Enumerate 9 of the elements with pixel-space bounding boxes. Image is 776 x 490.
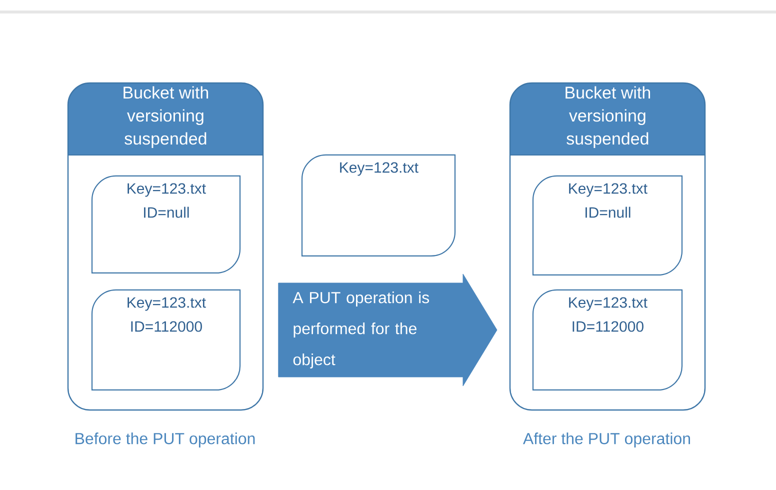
object-box: Key=123.txt ID=null: [91, 175, 241, 274]
block-arrow: [278, 274, 498, 386]
node-label: Before the PUT operation: [76, 432, 255, 448]
node-label: After the PUT operation: [523, 432, 690, 448]
object-box: Key=123.txt ID=null: [532, 175, 683, 276]
edge-label: A PUT operation is performed for the object: [292, 292, 430, 368]
object-box: Key=123.txt ID=112000: [91, 289, 241, 391]
object-box: Key=123.txt: [301, 154, 456, 257]
object-box: Key=123.txt ID=112000: [532, 289, 683, 391]
